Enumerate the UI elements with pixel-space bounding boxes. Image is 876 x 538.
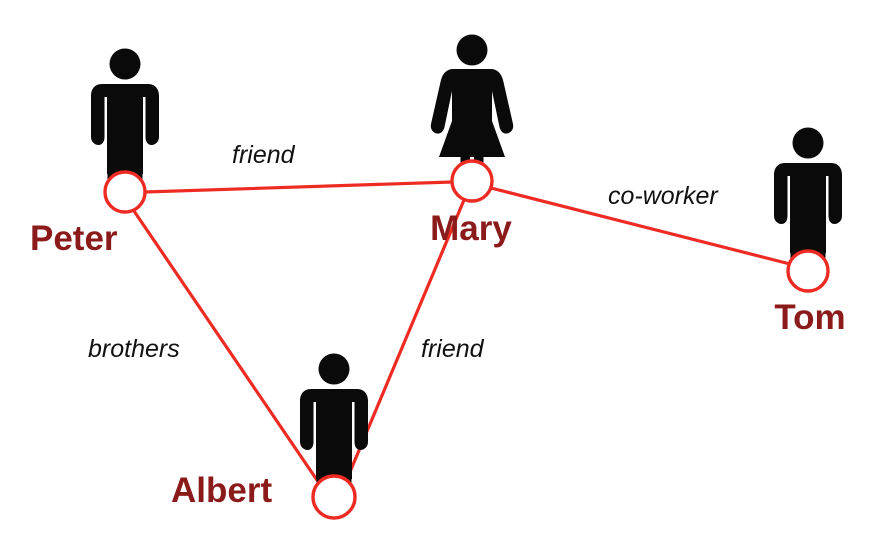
edge-mary-tom[interactable] bbox=[489, 186, 792, 266]
node-label-albert: Albert bbox=[171, 471, 272, 510]
edge-peter-albert[interactable] bbox=[132, 209, 321, 485]
edge-label-peter-mary: friend bbox=[232, 141, 296, 169]
node-label-mary: Mary bbox=[430, 209, 512, 248]
node-circle-peter[interactable] bbox=[103, 170, 147, 214]
node-circle-tom[interactable] bbox=[786, 249, 830, 293]
edge-peter-mary[interactable] bbox=[143, 180, 454, 194]
node-labels-layer: Peter Mary Tom Albert bbox=[30, 209, 846, 510]
edge-label-mary-tom: co-worker bbox=[608, 182, 719, 210]
node-circle-albert[interactable] bbox=[311, 474, 357, 520]
edge-labels-layer: friend co-worker brothers friend bbox=[88, 141, 719, 363]
edge-label-mary-albert: friend bbox=[421, 335, 485, 363]
node-circle-mary[interactable] bbox=[450, 159, 494, 203]
person-female-icon bbox=[430, 34, 514, 181]
figures-layer bbox=[91, 34, 842, 499]
edge-label-peter-albert: brothers bbox=[88, 335, 180, 363]
node-label-peter: Peter bbox=[30, 219, 118, 258]
nodes-layer bbox=[103, 159, 830, 520]
node-label-tom: Tom bbox=[774, 298, 845, 337]
